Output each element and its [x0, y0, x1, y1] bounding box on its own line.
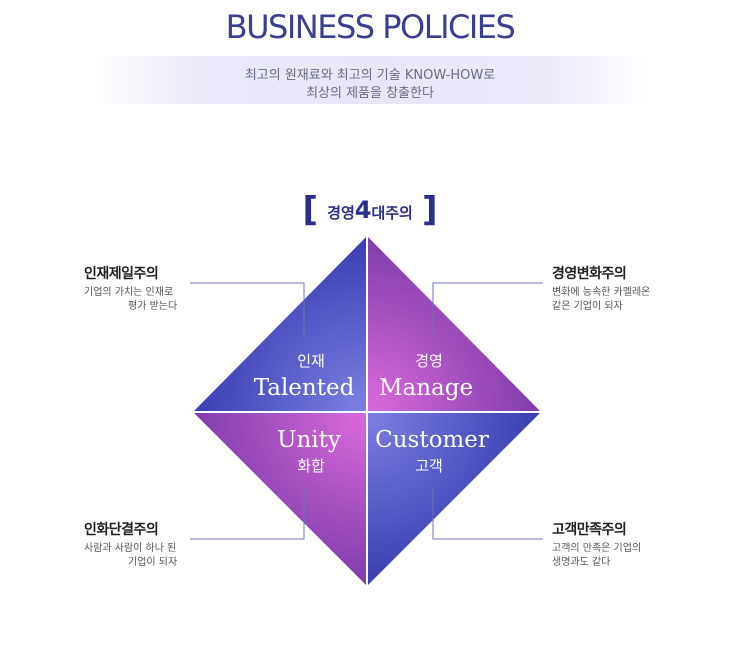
- quadrant-manage-en: Manage: [379, 375, 473, 401]
- heading-part-2: 대주의: [371, 204, 413, 222]
- principle-change-title: 경영변화주의: [552, 266, 627, 282]
- page-title: BUSINESS POLICIES: [225, 8, 516, 46]
- quadrant-talented: [194, 237, 366, 411]
- principle-harmony-desc-2: 기업이 되자: [128, 557, 178, 568]
- principle-talent-title: 인재제일주의: [84, 266, 159, 282]
- heading-open-bracket: [: [302, 190, 319, 230]
- quadrant-customer-ko: 고객: [415, 457, 443, 475]
- principle-change-desc-2: 같은 기업이 되자: [552, 301, 623, 312]
- quadrant-manage-ko: 경영: [415, 352, 443, 370]
- quadrant-talented-ko: 인재: [297, 352, 325, 370]
- principle-customer: 고객만족주의 고객의 만족은 기업의 생명과도 같다: [552, 519, 641, 570]
- subtitle-line-1: 최고의 원재료와 최고의 기술 KNOW-HOW로: [244, 68, 496, 83]
- heading-close-bracket: ]: [421, 190, 438, 230]
- quadrant-unity: [194, 413, 366, 585]
- subtitle-banner: [90, 56, 650, 104]
- quadrant-customer-en: Customer: [375, 427, 489, 453]
- quadrant-talented-en: Talented: [254, 375, 355, 401]
- principle-talent-desc-1: 기업의 가치는 인재로: [84, 287, 174, 298]
- quadrant-unity-en: Unity: [277, 427, 341, 453]
- principle-change-desc-1: 변화에 능속한 카멜레온: [552, 287, 651, 298]
- principle-customer-title: 고객만족주의: [552, 522, 627, 538]
- section-heading: [ 경영4대주의 ]: [0, 190, 740, 230]
- principle-harmony-title: 인화단결주의: [84, 522, 159, 538]
- heading-number: 4: [354, 196, 372, 224]
- principle-harmony-desc-1: 사람과 사람이 하나 된: [84, 543, 177, 554]
- connector-talent: [190, 282, 305, 336]
- principle-change: 경영변화주의 변화에 능속한 카멜레온 같은 기업이 되자: [552, 263, 650, 314]
- quadrant-unity-ko: 화합: [297, 457, 325, 475]
- quadrant-customer: [368, 413, 540, 585]
- heading-part-1: 경영: [327, 204, 355, 222]
- quadrant-manage: [368, 237, 540, 411]
- connector-change: [432, 282, 543, 336]
- principle-harmony: 인화단결주의 사람과 사람이 하나 된 기업이 되자: [84, 519, 177, 570]
- principle-customer-desc-2: 생명과도 같다: [552, 557, 611, 568]
- subtitle-line-2: 최상의 제품을 창출한다: [306, 86, 434, 101]
- principle-talent-desc-2: 평가 받는다: [128, 301, 178, 312]
- connector-customer: [432, 488, 543, 540]
- principle-talent: 인재제일주의 기업의 가치는 인재로 평가 받는다: [84, 263, 177, 314]
- connector-harmony: [190, 488, 305, 540]
- principle-customer-desc-1: 고객의 만족은 기업의: [552, 543, 642, 554]
- heading-text: 경영4대주의: [327, 196, 413, 224]
